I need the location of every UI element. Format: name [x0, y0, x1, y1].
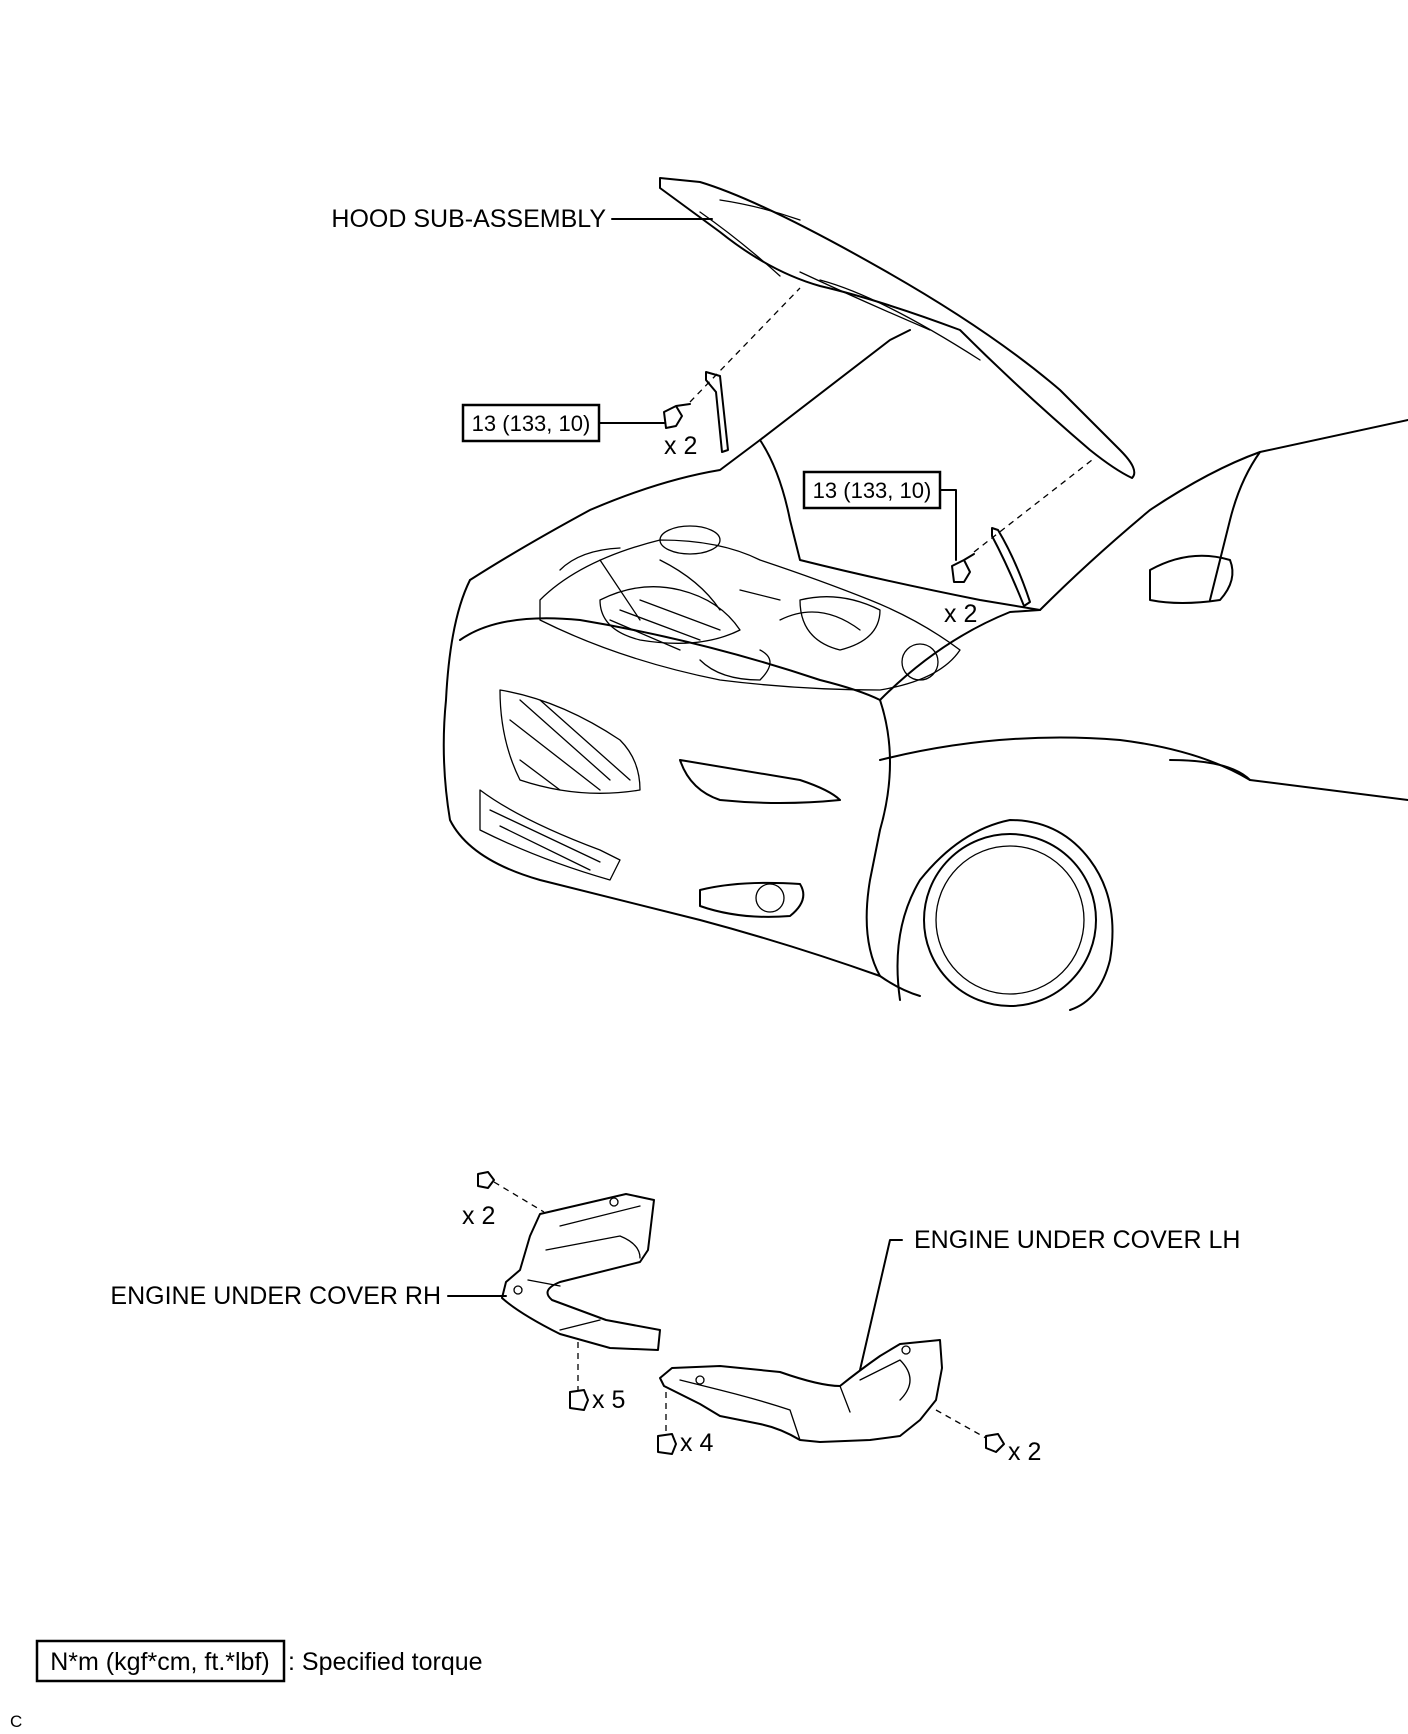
- torque-leader-right: [939, 489, 957, 561]
- under-cover-lh-leader-line: [859, 1239, 903, 1371]
- qty-hood-bolt-right: x 2: [944, 600, 977, 628]
- under-cover-lh-label: ENGINE UNDER COVER LH: [914, 1226, 1240, 1254]
- hood-panel: [659, 177, 1136, 479]
- engine-under-cover-lh: [659, 1339, 943, 1443]
- guide-lh-rear: [935, 1409, 987, 1439]
- torque-value-left: 13 (133, 10): [472, 411, 591, 436]
- car-body: [442, 329, 1408, 1011]
- legend-description: : Specified torque: [288, 1648, 483, 1676]
- hood-bolt-left-guide: [689, 287, 801, 403]
- qty-rh-cover-top: x 2: [462, 1202, 495, 1230]
- under-cover-rh-label: ENGINE UNDER COVER RH: [110, 1282, 441, 1310]
- hood-bolt-left: [663, 403, 691, 429]
- legend-unit: N*m (kgf*cm, ft.*lbf): [50, 1648, 269, 1676]
- engine-bay: [539, 525, 961, 691]
- engine-under-cover-rh: [501, 1193, 661, 1351]
- vehicle-illustration: [442, 177, 1408, 1011]
- hood-label: HOOD SUB-ASSEMBLY: [331, 205, 606, 233]
- legend: N*m (kgf*cm, ft.*lbf) : Specified torque: [35, 1639, 483, 1683]
- bolt-lh-front: [657, 1433, 677, 1455]
- bolt-lh-rear: [985, 1433, 1005, 1453]
- qty-lh-cover-rear: x 2: [1008, 1438, 1041, 1466]
- bolt-rh-bottom: [569, 1389, 589, 1411]
- legend-unit-box: [35, 1639, 286, 1683]
- torque-callout-left: 13 (133, 10): [461, 403, 665, 443]
- hood-bolt-right-guide: [973, 459, 1093, 553]
- qty-hood-bolt-left: x 2: [664, 432, 697, 460]
- torque-box-left: [461, 403, 601, 443]
- torque-box-right: [802, 470, 942, 510]
- torque-callout-right: 13 (133, 10): [802, 470, 957, 561]
- hood-hinge-right: [991, 527, 1031, 607]
- guide-rh-top: [493, 1181, 545, 1213]
- qty-lh-cover-front: x 4: [680, 1429, 713, 1457]
- qty-rh-cover-bottom: x 5: [592, 1386, 625, 1414]
- corner-mark: C: [10, 1712, 22, 1731]
- bolt-rh-top: [477, 1171, 495, 1189]
- torque-value-right: 13 (133, 10): [813, 478, 932, 503]
- hood-hinge-left: [705, 371, 729, 453]
- hood-bolt-right: [951, 553, 975, 583]
